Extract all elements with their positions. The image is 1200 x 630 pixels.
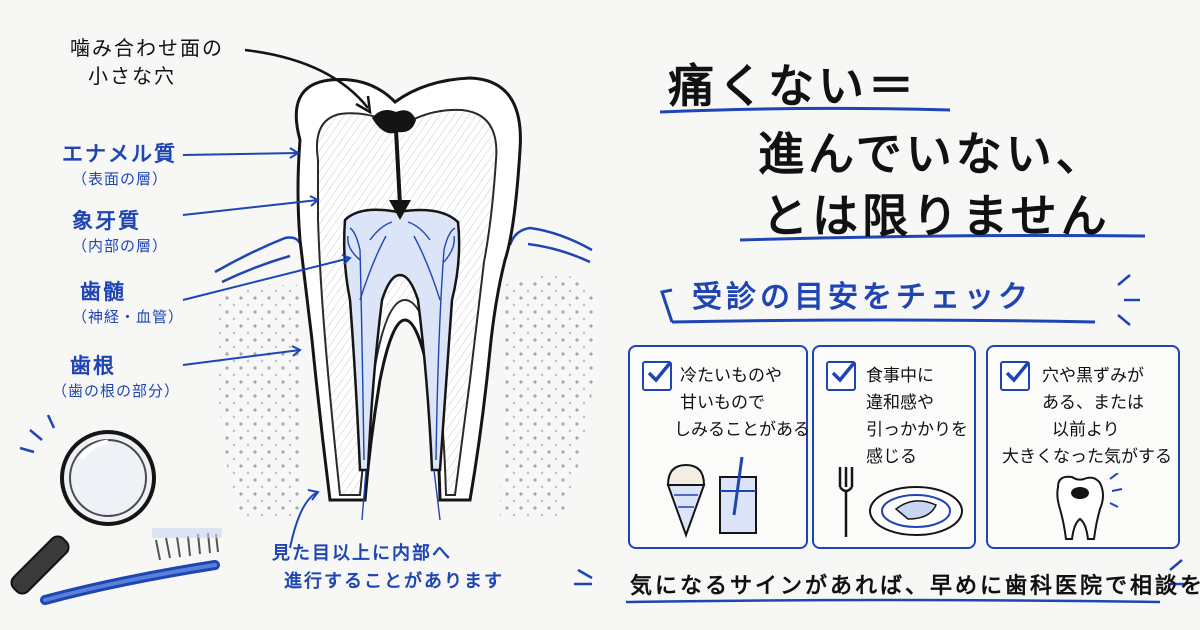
card-line: 引っかかりを (866, 420, 968, 440)
card-line: 穴や黒ずみが (1042, 366, 1144, 386)
layer-name: 歯髄 (80, 280, 126, 304)
card-line: しみることがある (674, 420, 810, 440)
layer-sub: （歯の根の部分） (52, 382, 181, 400)
layer-label-enamel: エナメル質 （表面の層） (62, 138, 177, 189)
fork-and-plate-icon (838, 467, 963, 537)
bone-area (215, 274, 596, 520)
layer-name: 象牙質 (72, 209, 141, 233)
headline-underlines (659, 106, 1146, 324)
cavity-annotation-line1: 噛み合わせ面の (70, 36, 224, 60)
ice-cream-and-drink-icon (666, 456, 757, 538)
layer-name: エナメル質 (62, 142, 177, 166)
card-line: 冷たいものや (680, 366, 782, 386)
card-text: 冷たいものや 甘いもので しみることがある (674, 363, 810, 444)
layer-sub: （表面の層） (72, 170, 169, 188)
annotation-arrow (244, 48, 369, 109)
check-card-1: 冷たいものや 甘いもので しみることがある (628, 345, 810, 549)
progress-note: 見た目以上に内部へ 進行することがあります (262, 540, 504, 596)
card-line: 違和感や (866, 393, 934, 413)
check-card-2: 食事中に 違和感や 引っかかりを 感じる (812, 345, 976, 549)
card-line: ある、または (1042, 393, 1144, 413)
headline-line3: とは限りません (762, 189, 1111, 243)
card-line: 大きくなった気がする (1002, 447, 1172, 467)
progress-note-line2: 進行することがあります (284, 571, 504, 592)
card-text: 穴や黒ずみが ある、または 以前より 大きくなった気がする (1002, 363, 1172, 471)
card-line: 以前より (1052, 420, 1120, 440)
footer-cta: 気になるサインがあれば、早めに歯科医院で相談を (630, 574, 1200, 599)
check-card-3: 穴や黒ずみが ある、または 以前より 大きくなった気がする (986, 345, 1180, 549)
layer-name: 歯根 (70, 354, 116, 378)
toothbrush-icon (40, 528, 222, 605)
card-line: 甘いもので (680, 393, 765, 413)
magnifying-glass-icon (10, 414, 156, 595)
layer-label-dentin: 象牙質 （内部の層） (72, 205, 168, 256)
progress-arrow (289, 491, 319, 549)
layer-sub: （内部の層） (72, 237, 169, 255)
card-text: 食事中に 違和感や 引っかかりを 感じる (866, 363, 968, 471)
layer-sub: （神経・血管） (72, 308, 185, 326)
layer-label-root: 歯根 （歯の根の部分） (52, 350, 180, 401)
checkbox-checked-icon (642, 361, 672, 391)
checkbox-checked-icon (1000, 361, 1030, 391)
check-section-title: 受診の目安をチェック (692, 280, 1032, 315)
cavity-annotation: 噛み合わせ面の 小さな穴 (70, 34, 224, 90)
sparkle-marks (574, 274, 1186, 586)
card-line: 感じる (866, 447, 917, 467)
label-pointers (182, 147, 352, 366)
cavity-annotation-line2: 小さな穴 (88, 64, 176, 88)
headline-line1: 痛くない＝ (668, 59, 918, 113)
card-line: 食事中に (866, 366, 934, 386)
tooth (294, 76, 522, 521)
footer-underline (625, 598, 1161, 604)
checkbox-checked-icon (826, 361, 856, 391)
tooth-with-cavity-icon (1056, 473, 1123, 540)
headline-line2: 進んでいない、 (758, 127, 1106, 181)
progress-note-line1: 見た目以上に内部へ (272, 543, 452, 564)
layer-label-pulp: 歯髄 （神経・血管） (72, 276, 184, 327)
